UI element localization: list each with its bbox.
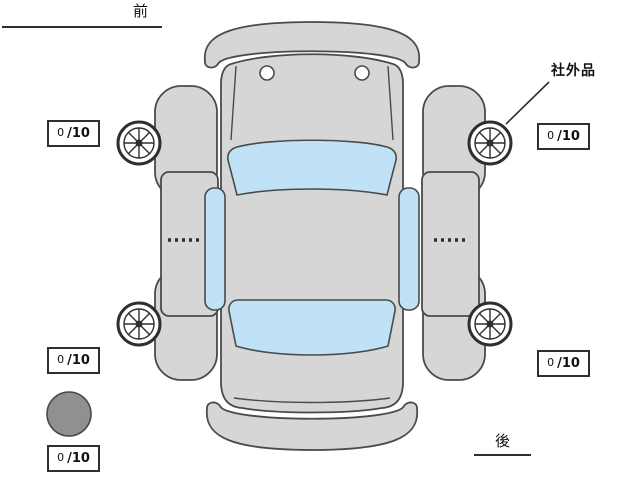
tread-value: 0 (57, 451, 65, 464)
aftermarket-part-label: 社外品 (551, 63, 596, 79)
cabin-body (220, 53, 404, 414)
windshield-glass (227, 139, 397, 196)
rear-direction-label: 後 (474, 430, 531, 456)
front-direction-label: 前 (2, 0, 162, 28)
tread-depth-box-rear-right: 0 /10 (537, 350, 590, 377)
trunk-seam (233, 397, 391, 404)
rear-direction-text: 後 (494, 432, 510, 450)
tread-value: 0 (57, 126, 65, 139)
tread-scale: /10 (67, 451, 90, 466)
front-direction-text: 前 (132, 2, 148, 20)
tread-depth-box-front-left: 0 /10 (47, 120, 100, 147)
tread-scale: /10 (67, 126, 90, 141)
spare-tire-icon (46, 391, 92, 437)
side-window-left (204, 187, 226, 311)
rear-window-glass (228, 299, 396, 356)
wheel-rear-left-icon (116, 301, 162, 347)
side-window-right (398, 187, 420, 311)
tread-scale: /10 (67, 353, 90, 368)
tread-depth-box-spare: 0 /10 (47, 445, 100, 472)
aftermarket-pointer-line (505, 81, 550, 125)
hood-seam-left (230, 65, 237, 141)
wheel-front-right-icon (467, 120, 513, 166)
tread-value: 0 (57, 353, 65, 366)
tread-scale: /10 (557, 129, 580, 144)
hood-circle-right (354, 65, 370, 81)
rear-bumper (206, 401, 418, 451)
wheel-front-left-icon (116, 120, 162, 166)
tread-scale: /10 (557, 356, 580, 371)
tread-value: 0 (547, 129, 555, 142)
tread-value: 0 (547, 356, 555, 369)
front-bumper (204, 21, 420, 69)
door-right (421, 171, 480, 317)
wheel-rear-right-icon (467, 301, 513, 347)
hood-seam-right (387, 65, 394, 141)
tread-depth-box-front-right: 0 /10 (537, 123, 590, 150)
car-body (154, 21, 486, 451)
hood-circle-left (259, 65, 275, 81)
tread-depth-box-rear-left: 0 /10 (47, 347, 100, 374)
